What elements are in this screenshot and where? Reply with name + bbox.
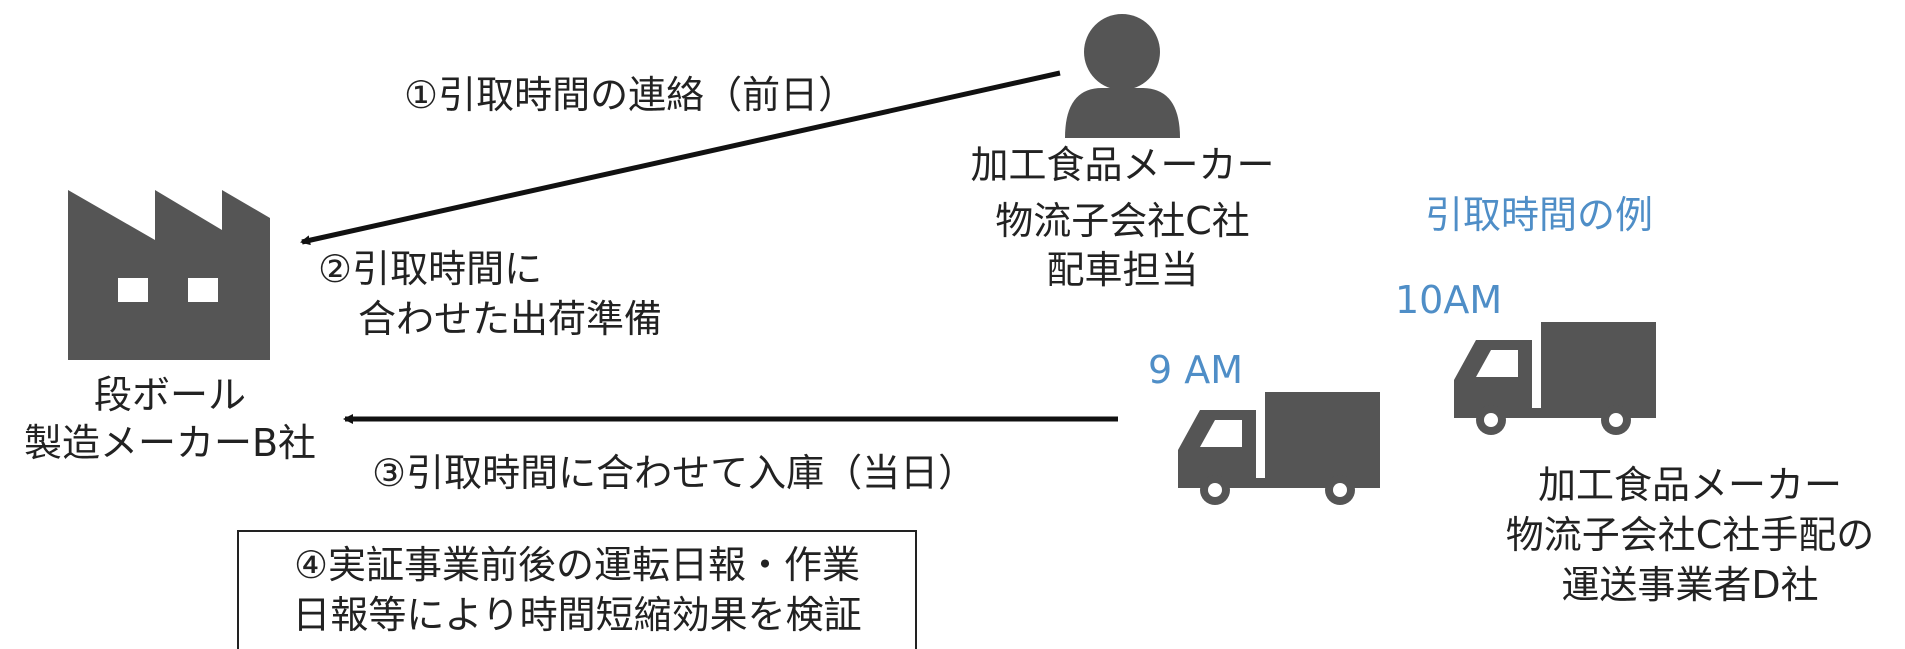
arrow-1	[300, 70, 1061, 246]
pickup-time-10am: 10AM	[1395, 278, 1503, 322]
verification-box	[237, 530, 917, 649]
pickup-time-9am: 9 AM	[1148, 348, 1244, 392]
person-label-line3: 配車担当	[1046, 248, 1199, 292]
arrow-1-label: ①引取時間の連絡（前日）	[404, 73, 857, 117]
verification-line2: 日報等により時間短縮効果を検証	[292, 593, 862, 637]
arrow-2-label-line2: 合わせた出荷準備	[358, 297, 663, 341]
carrier-label-line2: 物流子会社C社手配の	[1505, 513, 1875, 557]
carrier-label-line1: 加工食品メーカー	[1537, 463, 1842, 507]
carrier-label-line3: 運送事業者D社	[1561, 563, 1819, 607]
pickup-example-title: 引取時間の例	[1425, 193, 1654, 237]
person-icon	[1065, 14, 1180, 138]
arrow-2-label-line1: ②引取時間に	[318, 247, 543, 291]
factory-label-line1: 段ボール	[93, 373, 246, 417]
verification-line1: ④実証事業前後の運転日報・作業	[293, 543, 861, 587]
truck-icon	[1454, 322, 1656, 435]
factory-icon	[68, 190, 270, 360]
person-label-line2: 物流子会社C社	[995, 199, 1250, 243]
arrow-3-label: ③引取時間に合わせて入庫（当日）	[372, 451, 977, 495]
person-label-line1: 加工食品メーカー	[970, 143, 1275, 187]
factory-label-line2: 製造メーカーB社	[23, 421, 317, 465]
truck-icon	[1178, 392, 1380, 505]
